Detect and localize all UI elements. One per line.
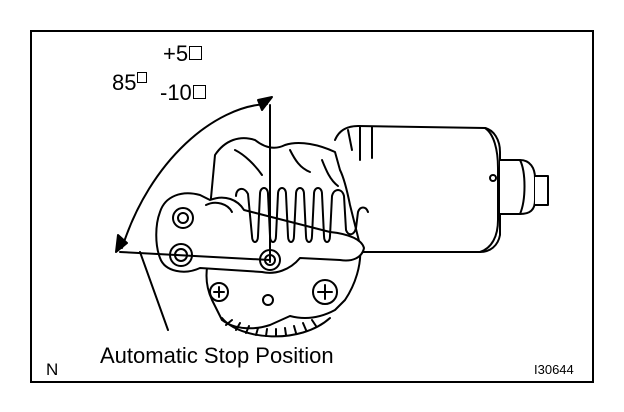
corner-label: N bbox=[46, 360, 59, 379]
angle-value: 85 bbox=[112, 72, 148, 94]
angle-upper-tolerance: +5 bbox=[163, 43, 203, 65]
angle-lower-tolerance: -10 bbox=[160, 82, 206, 104]
motor-housing bbox=[334, 125, 549, 253]
degree-symbol-box bbox=[192, 85, 206, 99]
caption-automatic-stop-position: Automatic Stop Position bbox=[100, 343, 334, 368]
angle-reference bbox=[115, 96, 273, 331]
figure-frame bbox=[30, 30, 594, 383]
degree-symbol-box bbox=[137, 72, 148, 83]
spring bbox=[235, 187, 369, 243]
figure-code: I30644 bbox=[534, 362, 574, 377]
degree-symbol-box bbox=[189, 46, 203, 60]
